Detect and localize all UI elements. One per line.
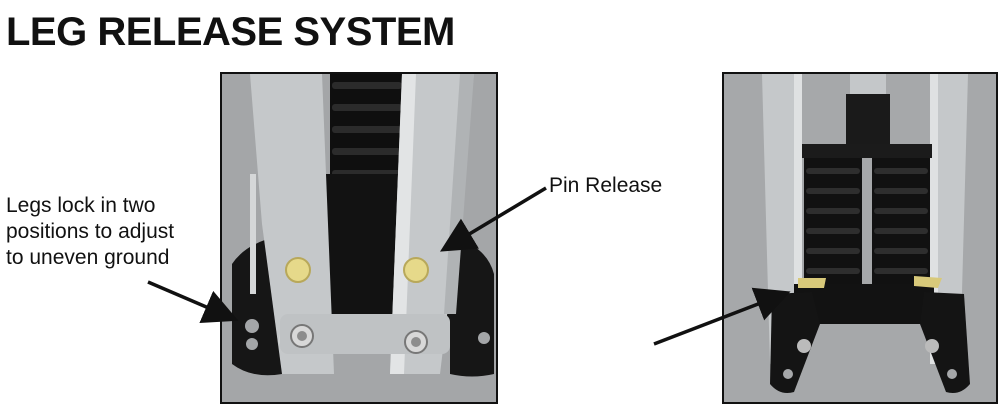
aluminum-legs — [250, 74, 474, 374]
legs-lock-line-3: to uneven ground — [6, 246, 170, 269]
twin-springs — [802, 144, 932, 288]
right-pin-arrow — [653, 287, 791, 346]
page-title: LEG RELEASE SYSTEM — [6, 10, 455, 54]
legs-lock-line-2: positions to adjust — [6, 220, 175, 243]
legs-lock-callout: Legs lock in two positions to adjust to … — [6, 193, 206, 271]
right-release-pins — [798, 276, 942, 288]
bottom-plate — [278, 314, 450, 354]
twin-spring-illustration — [724, 74, 996, 402]
release-pins — [285, 257, 429, 283]
legs-lock-arrow — [147, 280, 239, 324]
legs-lock-line-1: Legs lock in two — [6, 194, 156, 217]
pin-release-callout: Pin Release — [549, 174, 663, 197]
twin-spring-photo — [722, 72, 998, 404]
base-brackets — [770, 284, 970, 393]
pin-release-arrow — [439, 186, 547, 252]
